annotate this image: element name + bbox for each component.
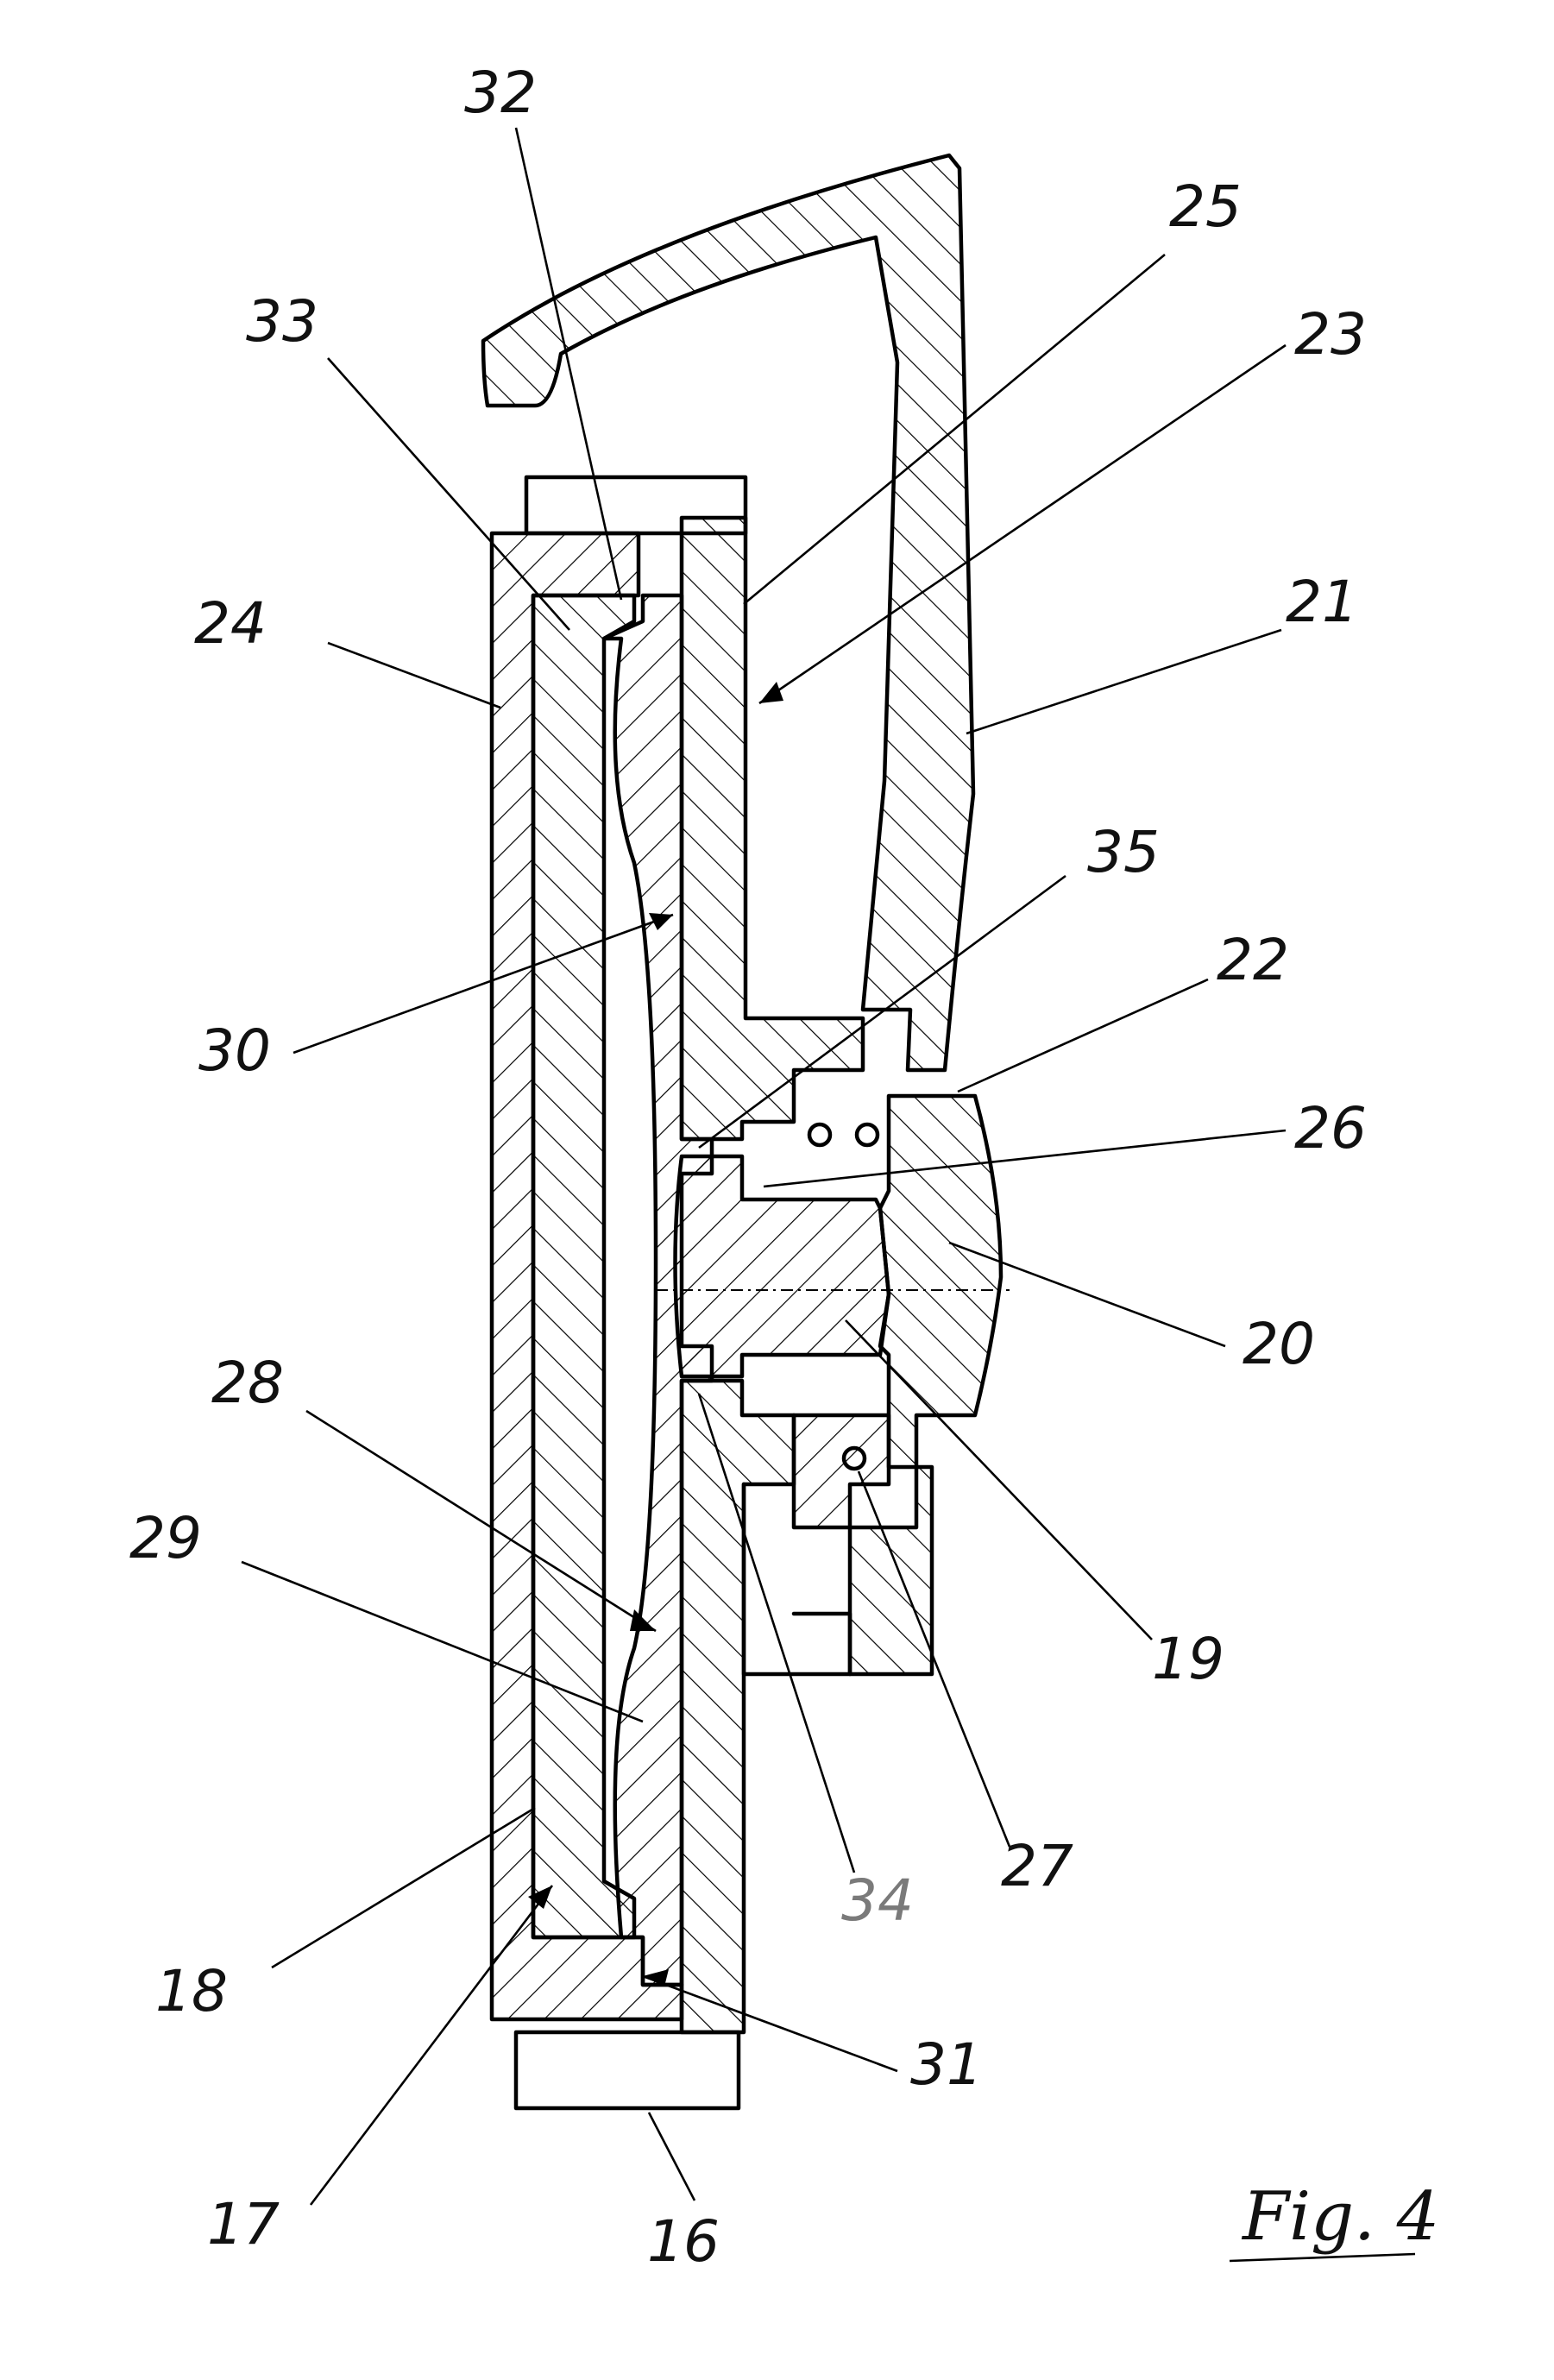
ref-16: 16	[647, 2208, 720, 2275]
leader-31	[642, 1974, 898, 2073]
leader-32	[514, 127, 623, 601]
leader-26	[763, 1129, 1287, 1188]
ref-19: 19	[1152, 1626, 1224, 1692]
base-block	[847, 1464, 934, 1677]
ref-29: 29	[129, 1505, 202, 1571]
leader-17	[309, 1885, 554, 2206]
ref-23: 23	[1294, 301, 1367, 368]
ref-17: 17	[207, 2191, 280, 2257]
leader-27	[857, 1470, 1011, 1848]
leader-35	[698, 874, 1066, 1149]
ref-32: 32	[464, 60, 537, 126]
handle-lever-21	[481, 153, 976, 1073]
leader-33	[327, 357, 570, 631]
leader-29	[241, 1560, 644, 1723]
ref-20: 20	[1243, 1311, 1315, 1377]
leader-16	[647, 2112, 696, 2201]
spring-27-coil	[841, 1445, 867, 1471]
leader-25	[743, 253, 1166, 606]
leader-22	[957, 978, 1209, 1093]
ref-25: 25	[1169, 173, 1242, 240]
leader-24	[327, 641, 501, 709]
ref-34: 34	[841, 1867, 914, 1934]
ref-22: 22	[1217, 927, 1289, 993]
ref-31: 31	[910, 2031, 983, 2098]
figure-label-underline	[1229, 2252, 1416, 2263]
leader-34	[697, 1393, 856, 1873]
arrowhead-17	[528, 1886, 552, 1909]
ref-33: 33	[246, 288, 318, 355]
arrowhead-30	[649, 913, 673, 930]
rail-lower	[679, 1378, 796, 2035]
arrowhead-31	[643, 1969, 669, 1986]
leader-23	[758, 343, 1287, 705]
leader-21	[966, 628, 1282, 735]
spring-26-coil-a	[807, 1122, 833, 1148]
ref-35: 35	[1087, 819, 1160, 885]
leader-30	[293, 913, 674, 1055]
button-20	[878, 1093, 1003, 1470]
ref-28: 28	[211, 1350, 284, 1416]
ref-18: 18	[155, 1958, 228, 2024]
rail-25	[679, 515, 865, 1142]
arrowhead-23	[759, 682, 783, 703]
leader-20	[948, 1241, 1226, 1348]
leader-28	[305, 1409, 657, 1633]
bolt-19	[673, 1154, 891, 1379]
ref-27: 27	[1001, 1833, 1073, 1899]
spring-26-coil-b	[854, 1122, 880, 1148]
spring-element-18	[531, 593, 637, 1940]
lower-bracket	[791, 1413, 891, 1530]
ref-21: 21	[1286, 569, 1358, 635]
base-frame	[741, 1482, 852, 1677]
ref-26: 26	[1294, 1095, 1367, 1162]
arrowhead-28	[630, 1609, 656, 1631]
frame-bottom-cap-16	[513, 2030, 741, 2111]
figure-label: Fig. 4	[1241, 2178, 1439, 2256]
ref-30: 30	[198, 1017, 271, 1084]
ref-24: 24	[194, 590, 267, 657]
leader-18	[271, 1806, 536, 1969]
leader-19	[845, 1319, 1153, 1640]
